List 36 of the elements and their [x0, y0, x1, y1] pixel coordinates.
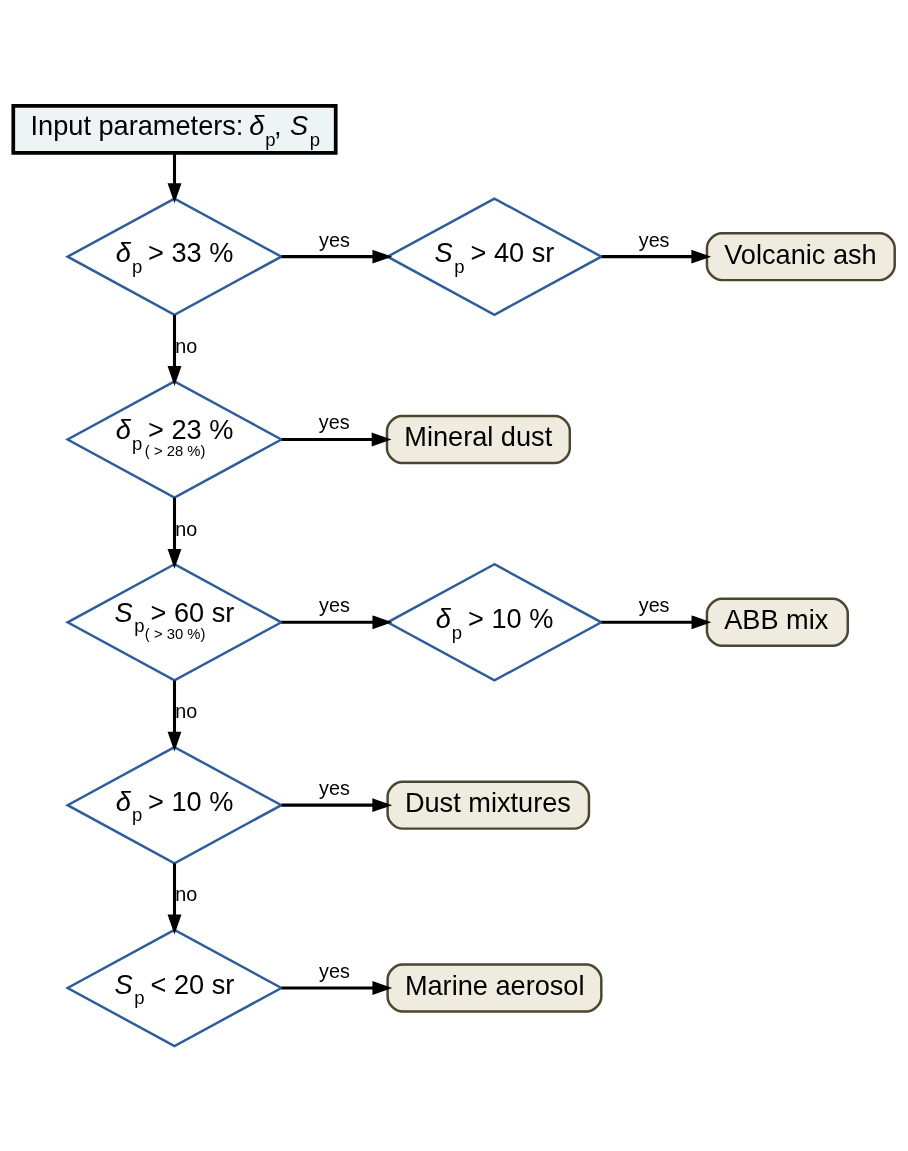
- arrow: [281, 432, 392, 446]
- arrow: [167, 314, 182, 386]
- node-diamond: δ$_{p}$ > 10 %: [65, 745, 284, 865]
- arrow: [167, 152, 182, 203]
- node-diamond: S$_{p}$ > 40 sr: [385, 196, 604, 316]
- arrow: [281, 249, 393, 264]
- node-diamond: δ$_{p}$ > 33 %: [65, 196, 284, 316]
- node-diamond: δ$_{p}$ > 10 %: [385, 562, 604, 682]
- edge-label: yes: [319, 593, 350, 616]
- edge-label: yes: [319, 959, 350, 982]
- node-box: Dust mixtures: [386, 779, 591, 830]
- node-box: Volcanic ash: [705, 231, 896, 281]
- node-diamond: S$_{p}$ < 20 sr: [65, 928, 284, 1047]
- arrow: [601, 614, 712, 629]
- arrow: [601, 249, 712, 264]
- edge-label: no: [175, 334, 198, 357]
- edge-label: yes: [319, 776, 350, 799]
- node-diamond: δ$_{p}$ > 23 % ( > 28 %): [65, 379, 284, 499]
- node-box: ABB mix: [705, 597, 849, 647]
- edge-label: yes: [638, 228, 670, 251]
- arrow: [167, 680, 182, 752]
- node-box: Input parameters: δ$_{p}$, S$_{p}$: [11, 103, 338, 155]
- node-diamond: S$_{p}$ > 60 sr ( > 30 %): [65, 562, 284, 682]
- node-box: Marine aerosol: [386, 962, 603, 1013]
- edge-label: no: [175, 517, 198, 540]
- edge-label: yes: [318, 410, 350, 433]
- node-box: Mineral dust: [385, 414, 572, 464]
- arrow: [167, 497, 182, 569]
- arrow: [281, 797, 393, 812]
- arrow: [167, 862, 182, 934]
- edge-label: yes: [638, 593, 670, 616]
- edge-label: no: [175, 882, 198, 905]
- arrow: [281, 980, 393, 995]
- edge-label: yes: [319, 228, 350, 251]
- arrow: [281, 614, 393, 629]
- edge-label: no: [175, 699, 198, 722]
